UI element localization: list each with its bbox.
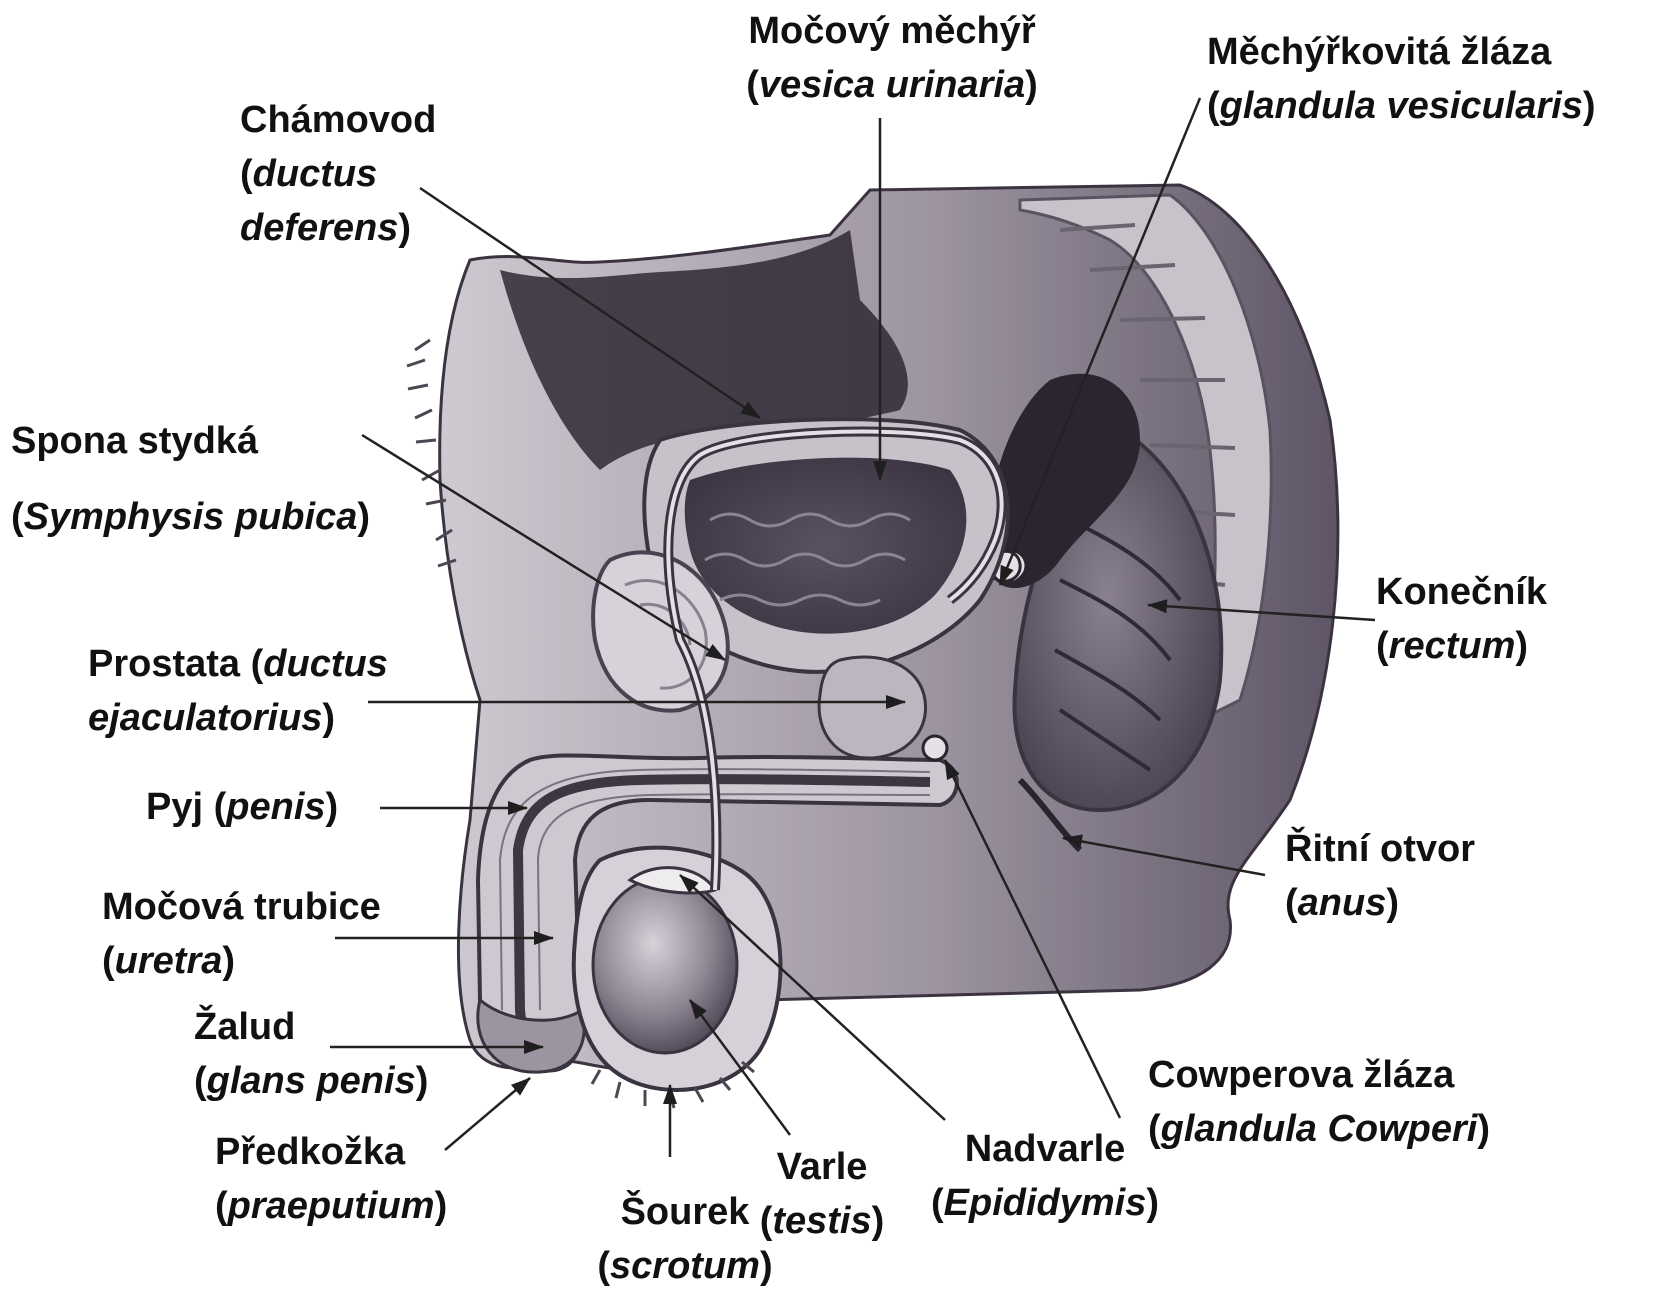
label-cowperova-zlaza-name: Cowperova žláza — [1148, 1054, 1454, 1096]
label-zalud: Žalud(glans penis) — [194, 1000, 428, 1108]
label-mocova-trubice-name: Močová trubice — [102, 886, 381, 928]
testis-shape — [593, 877, 737, 1053]
label-predkozka-name: Předkožka — [215, 1131, 405, 1173]
label-pyj: Pyj (penis) — [146, 780, 338, 834]
label-konecnik-name: Konečník — [1376, 571, 1547, 613]
label-zalud-latin: glans penis — [207, 1060, 416, 1102]
label-spona-stydka-latin: Symphysis pubica — [24, 496, 358, 538]
label-sourek: Šourek(scrotum) — [580, 1185, 790, 1293]
label-nadvarle-latin: Epididymis — [944, 1182, 1147, 1224]
label-nadvarle: Nadvarle(Epididymis) — [910, 1122, 1180, 1230]
label-predkozka: Předkožka(praeputium) — [215, 1125, 447, 1233]
label-spona-stydka-name: Spona stydká — [11, 420, 258, 462]
pelvis-section — [407, 185, 1338, 1108]
label-predkozka-latin: praeputium — [228, 1185, 435, 1227]
label-pyj-name: Pyj — [146, 786, 203, 828]
label-sourek-latin: scrotum — [610, 1245, 760, 1287]
label-sourek-name: Šourek — [621, 1191, 750, 1233]
label-prostata-latin-1: ductus — [263, 643, 388, 685]
label-nadvarle-name: Nadvarle — [965, 1128, 1126, 1170]
prostate-gland — [819, 657, 925, 758]
label-mocova-trubice-latin: uretra — [115, 940, 223, 982]
label-mocovy-mechyr-latin: vesica urinaria — [759, 64, 1025, 106]
leader-line-predkozka — [445, 1078, 530, 1150]
label-chamovod-name: Chámovod — [240, 99, 436, 141]
label-chamovod-latin-2: deferens — [240, 207, 398, 249]
label-varle-name: Varle — [777, 1146, 868, 1188]
label-cowperova-zlaza-latin: glandula Cowperi — [1161, 1108, 1478, 1150]
label-prostata-name: Prostata — [88, 643, 240, 685]
label-konecnik: Konečník(rectum) — [1376, 565, 1547, 673]
label-mechyrkovita-zlaza-name: Měchýřkovitá žláza — [1207, 31, 1551, 73]
label-mechyrkovita-zlaza-latin: glandula vesicularis — [1220, 85, 1583, 127]
label-konecnik-latin: rectum — [1389, 625, 1516, 667]
label-ritni-otvor-name: Řitní otvor — [1285, 828, 1475, 870]
label-prostata-latin-2: ejaculatorius — [88, 697, 322, 739]
label-spona-stydka: Spona stydká(Symphysis pubica) — [11, 403, 370, 555]
label-mocova-trubice: Močová trubice(uretra) — [102, 880, 381, 988]
label-chamovod-latin-1: ductus — [253, 153, 378, 195]
label-ritni-otvor: Řitní otvor(anus) — [1285, 822, 1475, 930]
label-pyj-latin: penis — [226, 786, 325, 828]
label-mocovy-mechyr-name: Močový měchýř — [748, 10, 1035, 52]
label-ritni-otvor-latin: anus — [1298, 882, 1387, 924]
label-zalud-name: Žalud — [194, 1006, 295, 1048]
cowper-gland-shape — [923, 736, 947, 760]
label-mocovy-mechyr: Močový měchýř(vesica urinaria) — [722, 4, 1062, 112]
label-mechyrkovita-zlaza: Měchýřkovitá žláza(glandula vesicularis) — [1207, 25, 1596, 133]
label-cowperova-zlaza: Cowperova žláza(glandula Cowperi) — [1148, 1048, 1490, 1156]
